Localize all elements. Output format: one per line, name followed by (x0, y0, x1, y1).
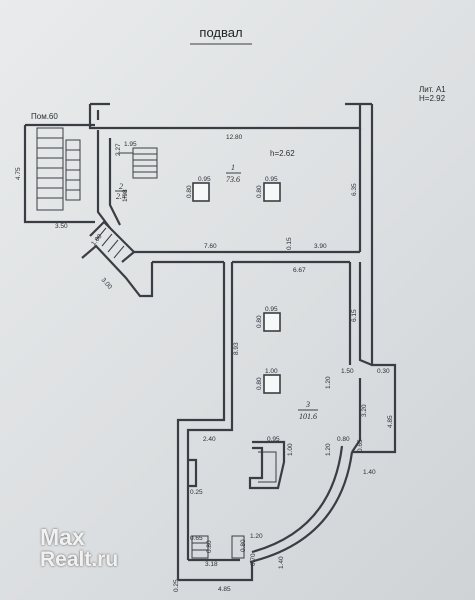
pillar1-width: 0.95 (198, 176, 211, 183)
svg-text:3.18: 3.18 (205, 561, 218, 568)
svg-text:3.00: 3.00 (100, 277, 114, 291)
room2-area: 2.4 (116, 192, 126, 201)
svg-text:4.85: 4.85 (387, 415, 394, 428)
plan-title: подвал (199, 25, 242, 40)
svg-text:1.20: 1.20 (325, 443, 332, 456)
litera-label: Лит. А1 (419, 85, 446, 94)
svg-text:0.65: 0.65 (357, 439, 364, 452)
svg-text:1.00: 1.00 (287, 443, 294, 456)
svg-text:2.27: 2.27 (115, 143, 122, 156)
svg-text:0.80: 0.80 (206, 540, 213, 553)
svg-text:3.20: 3.20 (361, 404, 368, 417)
svg-text:1.98: 1.98 (122, 189, 129, 202)
svg-text:12.80: 12.80 (226, 134, 243, 141)
room1-number: 1 (231, 163, 235, 172)
svg-text:1.40: 1.40 (278, 556, 285, 569)
svg-text:0.80: 0.80 (240, 539, 247, 552)
pillar1-height: 0.80 (186, 185, 193, 198)
svg-text:1.20: 1.20 (250, 533, 263, 540)
pillar2-height: 0.80 (256, 185, 263, 198)
basement-walls (81, 102, 397, 582)
svg-text:0.70: 0.70 (250, 553, 257, 566)
room3-number: 3 (305, 400, 310, 409)
room1-ceiling: h=2.62 (270, 149, 295, 158)
neighbor-premises: Пом.60 (23, 112, 95, 224)
svg-text:0.25: 0.25 (190, 489, 203, 496)
neighbor-stairs (36, 127, 81, 211)
svg-text:1.50: 1.50 (341, 368, 354, 375)
pillar4-height: 0.80 (256, 377, 263, 390)
pillar4-width: 1.00 (265, 368, 278, 375)
room3-area: 101.6 (299, 412, 317, 421)
svg-text:0.65: 0.65 (190, 535, 203, 542)
exit-steps (95, 227, 125, 259)
svg-text:4.75: 4.75 (15, 167, 22, 180)
svg-text:6.35: 6.35 (351, 183, 358, 196)
svg-text:6.15: 6.15 (351, 309, 358, 322)
svg-text:4.85: 4.85 (218, 586, 231, 593)
pillar-3 (263, 312, 281, 332)
svg-text:3.50: 3.50 (55, 223, 68, 230)
pillar-1 (192, 182, 210, 202)
room1-area: 73.6 (226, 175, 240, 184)
svg-text:8.93: 8.93 (233, 342, 240, 355)
watermark-line2: Realt.ru (40, 548, 119, 571)
svg-text:1.20: 1.20 (325, 376, 332, 389)
svg-text:7.60: 7.60 (204, 243, 217, 250)
pillar-2 (263, 182, 281, 202)
watermark-line1: Max (40, 524, 85, 550)
svg-text:0.95: 0.95 (267, 436, 280, 443)
room2-stairs (118, 147, 158, 179)
svg-text:6.67: 6.67 (293, 267, 306, 274)
svg-text:0.25: 0.25 (173, 579, 180, 592)
pillar-4 (263, 374, 281, 394)
watermark-logo: Max Realt.ru (40, 524, 119, 571)
neighbor-label: Пом.60 (31, 112, 58, 121)
room2-number: 2 (119, 182, 123, 191)
svg-text:1.95: 1.95 (124, 141, 137, 148)
height-label: H=2.92 (419, 94, 446, 103)
svg-text:0.15: 0.15 (286, 237, 293, 250)
pillar3-width: 0.95 (265, 306, 278, 313)
svg-text:1.40: 1.40 (363, 469, 376, 476)
pillar2-width: 0.95 (265, 176, 278, 183)
dimension-labels: 12.80 1.95 2.27 1.98 4.75 3.50 1.00 3.00… (15, 134, 394, 593)
bottom-steps (191, 535, 245, 559)
svg-text:3.90: 3.90 (314, 243, 327, 250)
svg-text:0.80: 0.80 (337, 436, 350, 443)
svg-text:2.40: 2.40 (203, 436, 216, 443)
pillar3-height: 0.80 (256, 315, 263, 328)
svg-text:0.30: 0.30 (377, 368, 390, 375)
